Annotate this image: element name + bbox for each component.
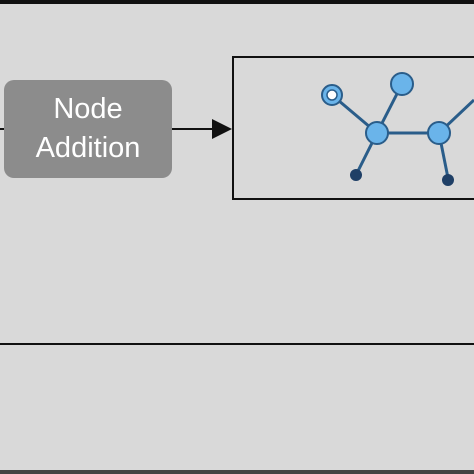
bottom-border-line xyxy=(0,470,474,474)
step-label-line1: Node xyxy=(53,93,123,125)
node-addition-step-box: Node Addition xyxy=(4,80,172,178)
result-graph-frame xyxy=(232,56,474,200)
top-border-line xyxy=(0,0,474,4)
step-label-line2: Addition xyxy=(35,132,141,164)
section-divider-line xyxy=(0,343,474,345)
